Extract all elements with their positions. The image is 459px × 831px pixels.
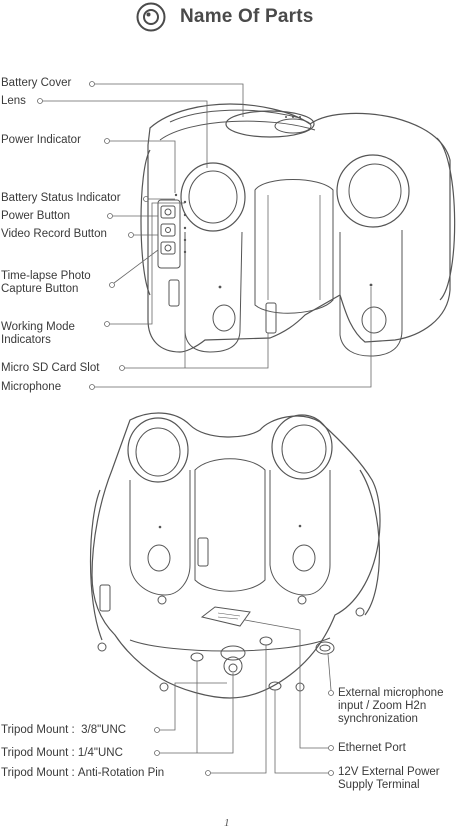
lens-left-shape xyxy=(180,162,246,232)
label-video-record-button: Video Record Button xyxy=(1,228,107,240)
camera-lens-icon xyxy=(136,2,166,32)
label-power-button: Power Button xyxy=(1,210,71,222)
label-battery-status-indicator: Battery Status Indicator xyxy=(1,192,121,204)
label-tripod-mount-14: Tripod Mount : 1/4"UNC xyxy=(1,747,123,759)
video-record-button-shape xyxy=(160,223,176,237)
label-micro-sd-card-slot: Micro SD Card Slot xyxy=(1,362,100,374)
camera-top-view xyxy=(37,81,456,390)
camera-bottom-view xyxy=(89,412,381,776)
label-ethernet-port: Ethernet Port xyxy=(338,742,406,754)
battery-cover-shape xyxy=(225,110,315,138)
label-external-microphone: External microphone input / Zoom H2n syn… xyxy=(338,687,444,725)
label-battery-cover: Battery Cover xyxy=(1,77,72,89)
label-power-indicator: Power Indicator xyxy=(1,134,81,146)
ethernet-port-shape xyxy=(200,606,251,627)
power-button-shape xyxy=(160,205,176,219)
bottom-leader-lines xyxy=(154,619,334,776)
label-working-mode-indicators: Working Mode Indicators xyxy=(1,321,75,346)
external-mic-port-shape xyxy=(315,641,335,655)
page-title: Name Of Parts xyxy=(180,6,314,27)
tripod-mount-shape xyxy=(220,645,246,661)
timelapse-button-shape xyxy=(160,241,176,255)
page-number: 1 xyxy=(224,817,230,829)
label-microphone: Microphone xyxy=(1,381,62,393)
top-leader-lines xyxy=(37,81,372,390)
label-lens: Lens xyxy=(1,95,26,107)
label-tripod-mount-anti-rotation: Tripod Mount : Anti-Rotation Pin xyxy=(1,767,165,779)
label-power-supply-terminal: 12V External Power Supply Terminal xyxy=(338,766,440,791)
label-timelapse-button: Time-lapse Photo Capture Button xyxy=(1,270,91,295)
label-tripod-mount-38: Tripod Mount : 3/8"UNC xyxy=(1,724,127,736)
lens-right-shape xyxy=(336,154,410,228)
